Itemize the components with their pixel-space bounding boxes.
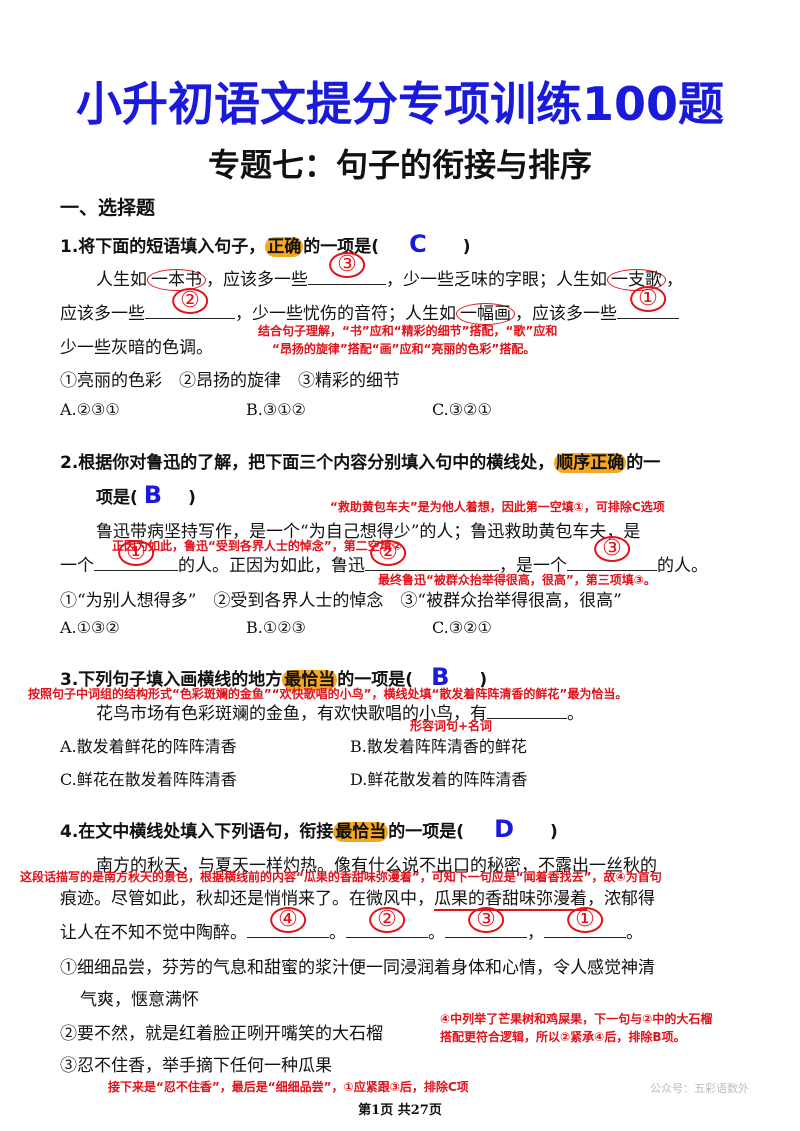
q3-option-c: C.鲜花在散发着阵阵清香 <box>60 770 237 789</box>
q2-stem: 2.根据你对鲁迅的了解，把下面三个内容分别填入句中的横线处，顺序正确的一 <box>60 453 661 473</box>
q1-option-c: C.③②① <box>432 400 492 419</box>
q1-answer: C <box>409 230 427 258</box>
q4-line1: 南方的秋天，与夏天一样灼热。像有什么说不出口的秘密，不露出一丝秋的 <box>96 856 657 876</box>
q3-option-b: B.散发着阵阵清香的鲜花 <box>350 737 527 756</box>
q2-option-b: B.①②③ <box>246 618 306 637</box>
q3-stem: 3.下列句子填入画横线的地方最恰当的一项是(B) <box>60 663 488 691</box>
q2-answer: B <box>143 481 163 509</box>
q3-option-a: A.散发着鲜花的阵阵清香 <box>60 737 237 756</box>
q3-option-d: D.鲜花散发着的阵阵清香 <box>350 770 528 789</box>
q1-option-a: A.②③① <box>60 400 120 419</box>
q2-note: 正因为如此，鲁迅“受到各界人士的悼念”，第二空填② <box>112 539 402 553</box>
q2-option-a: A.①③② <box>60 618 120 637</box>
q1-note: “昂扬的旋律”搭配“画”应和“亮丽的色彩”搭配。 <box>272 342 536 356</box>
page-footer: 第1页 共27页 <box>358 1103 442 1118</box>
q3-note: 形容词句+名词 <box>410 719 493 733</box>
q4-item-1-cont: 气爽，惬意满怀 <box>80 990 199 1010</box>
q1-line3: 少一些灰暗的色调。 <box>60 338 213 358</box>
q3-line1: 花鸟市场有色彩斑斓的金鱼，有欢快歌唱的小鸟，有。 <box>96 699 584 724</box>
q2-option-c: C.③②① <box>432 618 492 637</box>
q1-note: 结合句子理解，“书”应和“精彩的细节”搭配，“歌”应和 <box>258 324 558 338</box>
q1-option-b: B.③①② <box>246 400 306 419</box>
section-heading: 一、选择题 <box>60 197 156 219</box>
q4-note: 接下来是“忍不住香”，最后是“细细品尝”，①应紧跟③后，排除C项 <box>108 1080 469 1094</box>
q4-item-3: ③忍不住香，举手摘下任何一种瓜果 <box>60 1056 332 1076</box>
q4-stem: 4.在文中横线处填入下列语句，衔接最恰当的一项是(D) <box>60 815 558 843</box>
q4-line3: 让人在不知不觉中陶醉。④。②。③，①。 <box>60 907 643 943</box>
q4-item-1: ①细细品尝，芬芳的气息和甜蜜的浆汁便一同浸润着身体和心情，令人感觉神清 <box>60 958 655 978</box>
q2-stem-cont: 项是(B) <box>96 481 196 509</box>
q4-item-2: ②要不然，就是红着脸正咧开嘴笑的大石榴 <box>60 1024 383 1044</box>
q2-note: “救助黄包车夫”是为他人着想，因此第一空填①，可排除C选项 <box>330 500 665 514</box>
topic-title: 专题七：句子的衔接与排序 <box>207 146 592 184</box>
q1-items: ①亮丽的色彩 ②昂扬的旋律 ③精彩的细节 <box>60 371 400 391</box>
q4-answer: D <box>494 815 514 843</box>
q3-note: 按照句子中词组的结构形式“色彩斑斓的金鱼”“欢快歌唱的小鸟”，横线处填“散发着阵… <box>28 687 628 701</box>
watermark: 公众号：五彩语数外 <box>650 1082 749 1095</box>
q4-line2: 痕迹。尽管如此，秋却还是悄悄来了。在微风中，瓜果的香甜味弥漫着，浓郁得 <box>60 889 655 911</box>
q2-items: ①“为别人想得多” ②受到各界人士的悼念 ③“被群众抬举得很高，很高” <box>60 591 622 611</box>
q3-answer: B <box>431 663 450 691</box>
page-title: 小升初语文提分专项训练100题 <box>75 77 725 131</box>
q1-stem: 1.将下面的短语填入句子，正确的一项是(C) <box>60 230 471 258</box>
q4-note: ④中列举了芒果树和鸡屎果，下一句与②中的大石榴 <box>440 1012 713 1026</box>
q4-note: 搭配更符合逻辑，所以②紧承④后，排除B项。 <box>440 1030 686 1044</box>
q2-line1: 鲁迅带病坚持写作，是一个“为自己想得少”的人；鲁迅救助黄包车夫，是 <box>96 522 641 542</box>
q2-note: 最终鲁迅“被群众抬举得很高，很高”，第三项填③。 <box>378 573 656 587</box>
q4-note: 这段话描写的是南方秋天的景色，根据横线前的内容“瓜果的香甜味弥漫着”，可知下一句… <box>20 870 662 884</box>
